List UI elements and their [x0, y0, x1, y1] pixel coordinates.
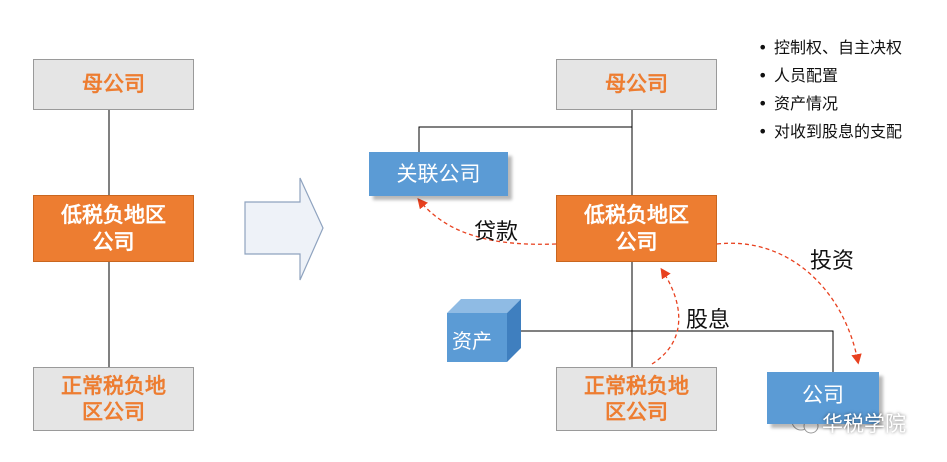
transition-arrow: [244, 177, 324, 281]
watermark: 华税学院: [822, 408, 906, 438]
affiliate-company-label: 关联公司: [396, 161, 481, 186]
dividend-arrow: [651, 267, 680, 365]
right-normal-tax-line1: 正常税负地: [584, 373, 689, 398]
right-normal-tax-line2: 区公司: [605, 400, 668, 424]
asset-label: 资产: [452, 329, 492, 353]
note-item: 资产情况: [758, 90, 902, 118]
right-low-tax-line2: 公司: [615, 229, 658, 254]
left-low-tax-line1: 低税负地区: [61, 203, 166, 228]
left-normal-tax-line1: 正常税负地: [61, 373, 166, 398]
invest-arrow: [716, 242, 862, 365]
invest-label: 投资: [810, 249, 855, 274]
asset-cube: [447, 299, 521, 362]
affiliate-link-line: [418, 126, 632, 152]
left-low-tax-company-box: 低税负地区 公司: [33, 195, 194, 262]
note-item: 控制权、自主决权: [758, 34, 902, 62]
left-parent-company-label: 母公司: [82, 72, 145, 97]
company-box: 公司: [767, 372, 879, 424]
right-normal-tax-company-box: 正常税负地 区公司: [556, 367, 717, 431]
dividend-label: 股息: [686, 308, 731, 333]
loan-arrow: [417, 197, 557, 245]
left-normal-tax-line2: 区公司: [82, 400, 145, 424]
right-parent-company-label: 母公司: [605, 72, 668, 97]
watermark-text: 华税学院: [822, 412, 906, 436]
left-parent-company-box: 母公司: [33, 59, 194, 110]
loan-label: 贷款: [474, 220, 519, 245]
affiliate-company-box: 关联公司: [369, 152, 508, 196]
right-low-tax-line1: 低税负地区: [584, 203, 689, 228]
note-item: 人员配置: [758, 62, 902, 90]
company-label: 公司: [802, 383, 844, 407]
right-low-tax-company-box: 低税负地区 公司: [556, 195, 717, 262]
left-low-tax-line2: 公司: [92, 229, 135, 254]
asset-link-line: [521, 330, 834, 372]
note-item: 对收到股息的支配: [758, 118, 902, 146]
substance-notes-list: 控制权、自主决权 人员配置 资产情况 对收到股息的支配: [758, 34, 902, 146]
right-parent-company-box: 母公司: [556, 59, 717, 110]
left-normal-tax-company-box: 正常税负地 区公司: [33, 367, 194, 431]
